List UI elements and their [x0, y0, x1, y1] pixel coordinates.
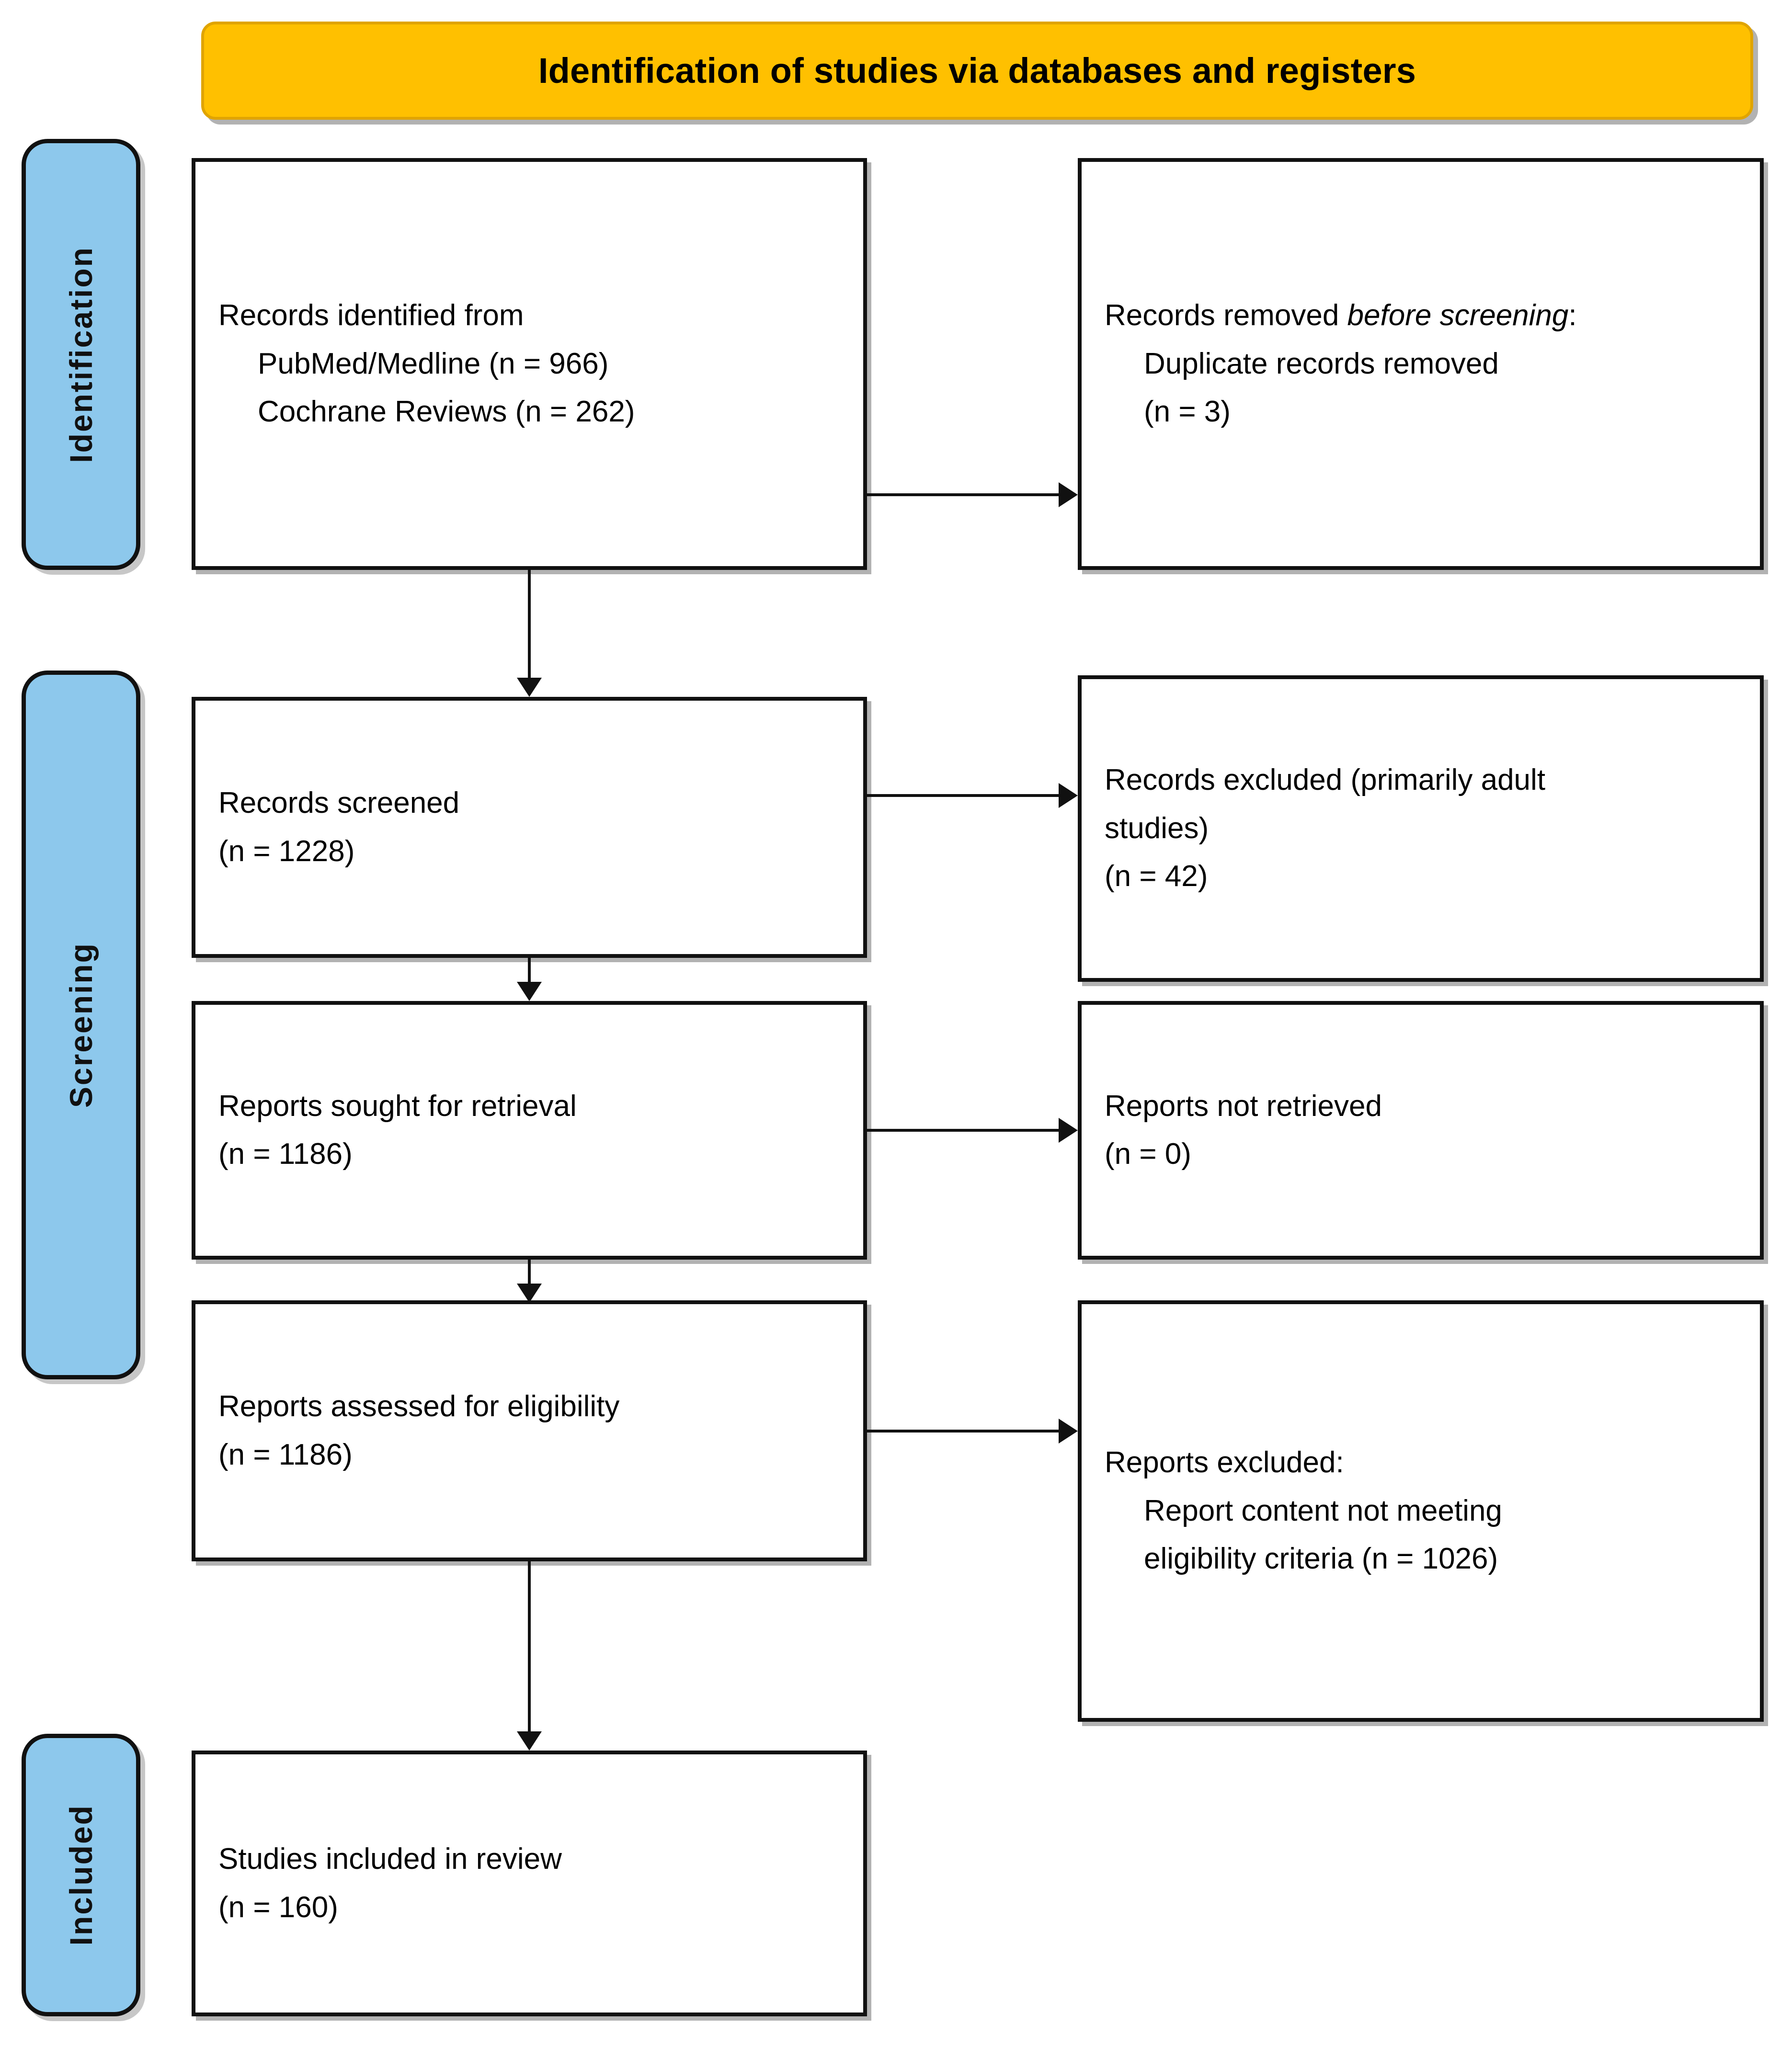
reports-assessed-line-1: Reports assessed for eligibility	[218, 1390, 620, 1423]
records-removed-line-2: Duplicate records removed	[1144, 347, 1499, 380]
reports-not-retrieved-line-1: Reports not retrieved	[1105, 1089, 1382, 1123]
connector-identified-to-removed	[867, 482, 1078, 507]
stage-tab-included-label: Included	[63, 1804, 99, 1946]
connector-screened-to-excluded	[867, 783, 1078, 808]
reports-excluded-line-3: eligibility criteria (n = 1026)	[1144, 1542, 1498, 1576]
box-reports-sought-for-retrieval: Reports sought for retrieval (n = 1186)	[192, 1001, 867, 1260]
diagram-header-banner: Identification of studies via databases …	[201, 22, 1753, 120]
connector-sought-to-not-retrieved	[867, 1118, 1078, 1143]
records-identified-line-2: PubMed/Medline (n = 966)	[258, 347, 609, 380]
stage-tab-identification-label: Identification	[63, 246, 99, 463]
records-removed-text-italic: before screening	[1347, 299, 1569, 332]
stage-tab-screening: Screening	[22, 671, 140, 1379]
connector-assessed-to-excluded	[867, 1419, 1078, 1444]
page-title: Identification of studies via databases …	[538, 50, 1416, 91]
box-reports-not-retrieved: Reports not retrieved (n = 0)	[1078, 1001, 1764, 1260]
records-excluded-line-3: (n = 42)	[1105, 860, 1208, 893]
reports-excluded-line-1: Reports excluded:	[1105, 1446, 1344, 1479]
reports-assessed-line-2: (n = 1186)	[218, 1438, 353, 1471]
records-removed-text-a: Records removed	[1105, 299, 1347, 332]
records-removed-line-3: (n = 3)	[1144, 395, 1231, 429]
studies-included-line-1: Studies included in review	[218, 1842, 562, 1876]
box-reports-excluded: Reports excluded: Report content not mee…	[1078, 1300, 1764, 1722]
box-reports-assessed-for-eligibility: Reports assessed for eligibility (n = 11…	[192, 1300, 867, 1561]
box-records-removed-before-screening: Records removed before screening: Duplic…	[1078, 158, 1764, 570]
box-records-screened: Records screened (n = 1228)	[192, 697, 867, 958]
box-records-excluded: Records excluded (primarily adult studie…	[1078, 675, 1764, 982]
box-studies-included-in-review: Studies included in review (n = 160)	[192, 1751, 867, 2016]
reports-sought-line-1: Reports sought for retrieval	[218, 1089, 577, 1123]
records-screened-line-2: (n = 1228)	[218, 834, 355, 868]
reports-not-retrieved-line-2: (n = 0)	[1105, 1137, 1191, 1171]
records-excluded-line-2: studies)	[1105, 811, 1209, 845]
connector-assessed-to-included	[517, 1561, 542, 1751]
box-records-identified: Records identified from PubMed/Medline (…	[192, 158, 867, 570]
records-identified-line-1: Records identified from	[218, 299, 524, 332]
stage-tab-included: Included	[22, 1734, 140, 2016]
stage-tab-identification: Identification	[22, 139, 140, 570]
records-removed-line-1: Records removed before screening:	[1105, 292, 1737, 340]
connector-identified-to-screened	[517, 570, 542, 697]
stage-tab-screening-label: Screening	[63, 942, 99, 1108]
records-excluded-line-1: Records excluded (primarily adult	[1105, 763, 1546, 797]
reports-excluded-line-2: Report content not meeting	[1144, 1494, 1502, 1527]
records-identified-line-3: Cochrane Reviews (n = 262)	[258, 395, 635, 429]
reports-sought-line-2: (n = 1186)	[218, 1137, 353, 1171]
connector-screened-to-sought	[517, 958, 542, 1001]
records-screened-line-1: Records screened	[218, 786, 460, 820]
studies-included-line-2: (n = 160)	[218, 1890, 338, 1924]
records-removed-text-c: :	[1568, 299, 1577, 332]
connector-sought-to-assessed	[517, 1260, 542, 1303]
